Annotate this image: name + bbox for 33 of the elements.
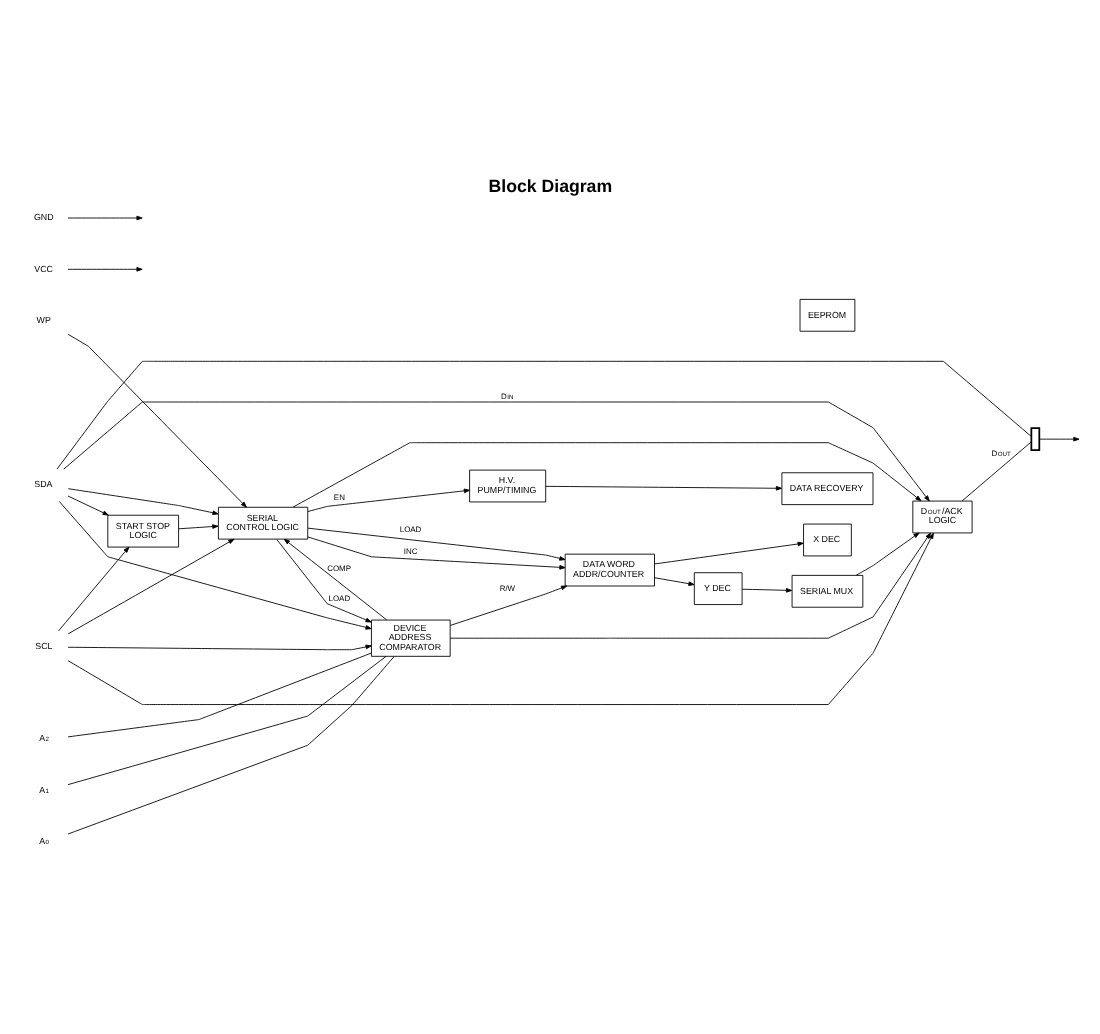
arrow	[67, 532, 934, 705]
arrow	[67, 267, 143, 272]
connector	[961, 441, 1032, 502]
arrow	[178, 524, 219, 530]
arrow	[58, 500, 372, 630]
arrow	[741, 588, 793, 593]
connector	[67, 652, 372, 738]
arrow	[545, 485, 783, 491]
arrow	[67, 495, 109, 516]
arrow	[450, 585, 568, 626]
arrow	[67, 538, 235, 635]
arrow	[307, 488, 470, 512]
arrow	[1039, 436, 1080, 442]
arrow	[67, 644, 372, 651]
connector	[56, 360, 1032, 470]
arrow	[307, 536, 566, 570]
arrow	[58, 546, 130, 632]
arrow	[283, 538, 388, 621]
arrow	[67, 333, 247, 508]
node-transistor	[1030, 427, 1041, 452]
arrow	[276, 539, 372, 623]
arrow	[449, 532, 931, 639]
arrow	[63, 401, 930, 502]
connector	[67, 656, 395, 835]
arrow	[67, 488, 219, 516]
arrow	[855, 532, 920, 576]
connector	[67, 656, 387, 786]
diagram-title: Block Diagram	[488, 176, 613, 197]
arrow	[654, 541, 804, 565]
arrow	[307, 527, 566, 561]
arrow	[67, 215, 143, 221]
arrow	[654, 577, 695, 586]
arrow	[292, 442, 922, 508]
